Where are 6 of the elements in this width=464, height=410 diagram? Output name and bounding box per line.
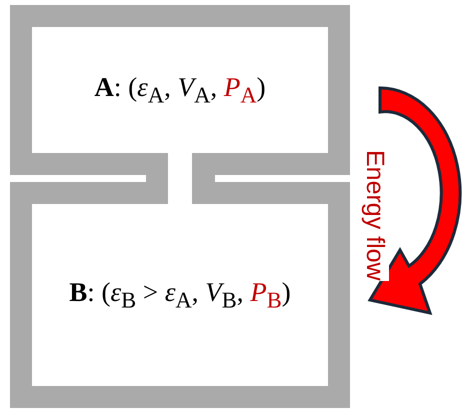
edge-label: Energy flow [360, 150, 389, 281]
chamber [10, 182, 350, 408]
state-formula: A: (ε$_{A}$, V$_{A}$, P$_{A}$) [94, 72, 266, 108]
curved-arrow [368, 86, 462, 314]
state-formula: B: (ε$_{B}$ > ε$_{A}$, V$_{B}$, P$_{B}$) [69, 276, 291, 314]
chamber [10, 5, 350, 175]
